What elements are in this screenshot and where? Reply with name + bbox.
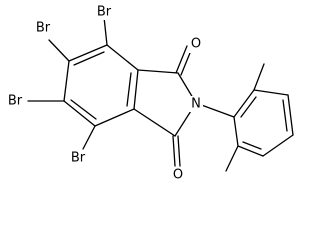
bond-c8-o-a — [172, 135, 176, 167]
bond-c8-c5 — [133, 108, 176, 137]
bond-c6-c7 — [137, 69, 179, 74]
bond-cd-ce — [237, 145, 264, 157]
bond-cd-ce-inner — [242, 141, 262, 150]
bond-c4-br-bottom — [82, 125, 96, 150]
imide-ring — [133, 45, 197, 167]
bond-cc-cd — [262, 134, 294, 157]
oxygen-label-top: O — [191, 37, 201, 52]
bond-cipso-ca — [233, 89, 255, 118]
bond-c6-c1 — [106, 44, 139, 71]
bromine-label-bottom: Br — [71, 151, 86, 166]
bond-c3-c4-inner — [70, 99, 97, 120]
bond-c5-c6 — [133, 69, 139, 110]
bond-ce-methyl — [225, 145, 239, 172]
bond-ca-cb — [253, 89, 289, 96]
bond-c2-c3 — [63, 60, 70, 102]
bond-cb-cc — [287, 94, 294, 136]
bond-cipso-ca-inner — [240, 96, 257, 118]
bond-c4-c5 — [94, 108, 135, 127]
bond-c8-o-b — [177, 135, 181, 167]
bond-ce-cipso — [233, 116, 239, 147]
bond-c1-c2-inner — [73, 51, 105, 66]
atom-labels: Br Br Br Br O N O — [4, 4, 203, 183]
benzo-ring — [63, 44, 139, 127]
bond-ca-methyl — [253, 63, 265, 91]
bond-c2-br-upper-left — [48, 39, 70, 62]
bond-c1-br-top — [103, 16, 108, 46]
dimethylphenyl-group — [195, 63, 294, 172]
chemical-structure-diagram: Br Br Br Br O N O — [4, 4, 294, 183]
bromine-bonds — [27, 16, 108, 150]
bond-c5-c6-inner — [126, 72, 132, 107]
bromine-label-upper-left: Br — [36, 21, 51, 36]
bond-c7-o-a — [175, 45, 188, 74]
bond-c1-c2 — [68, 44, 108, 62]
bromine-label-top: Br — [97, 5, 112, 20]
bond-c3-c4 — [63, 100, 96, 127]
bond-cb-cc-inner — [282, 99, 288, 132]
nitrogen-label: N — [191, 97, 201, 112]
bromine-label-lower-left: Br — [8, 94, 23, 109]
oxygen-label-bottom: O — [173, 168, 183, 183]
